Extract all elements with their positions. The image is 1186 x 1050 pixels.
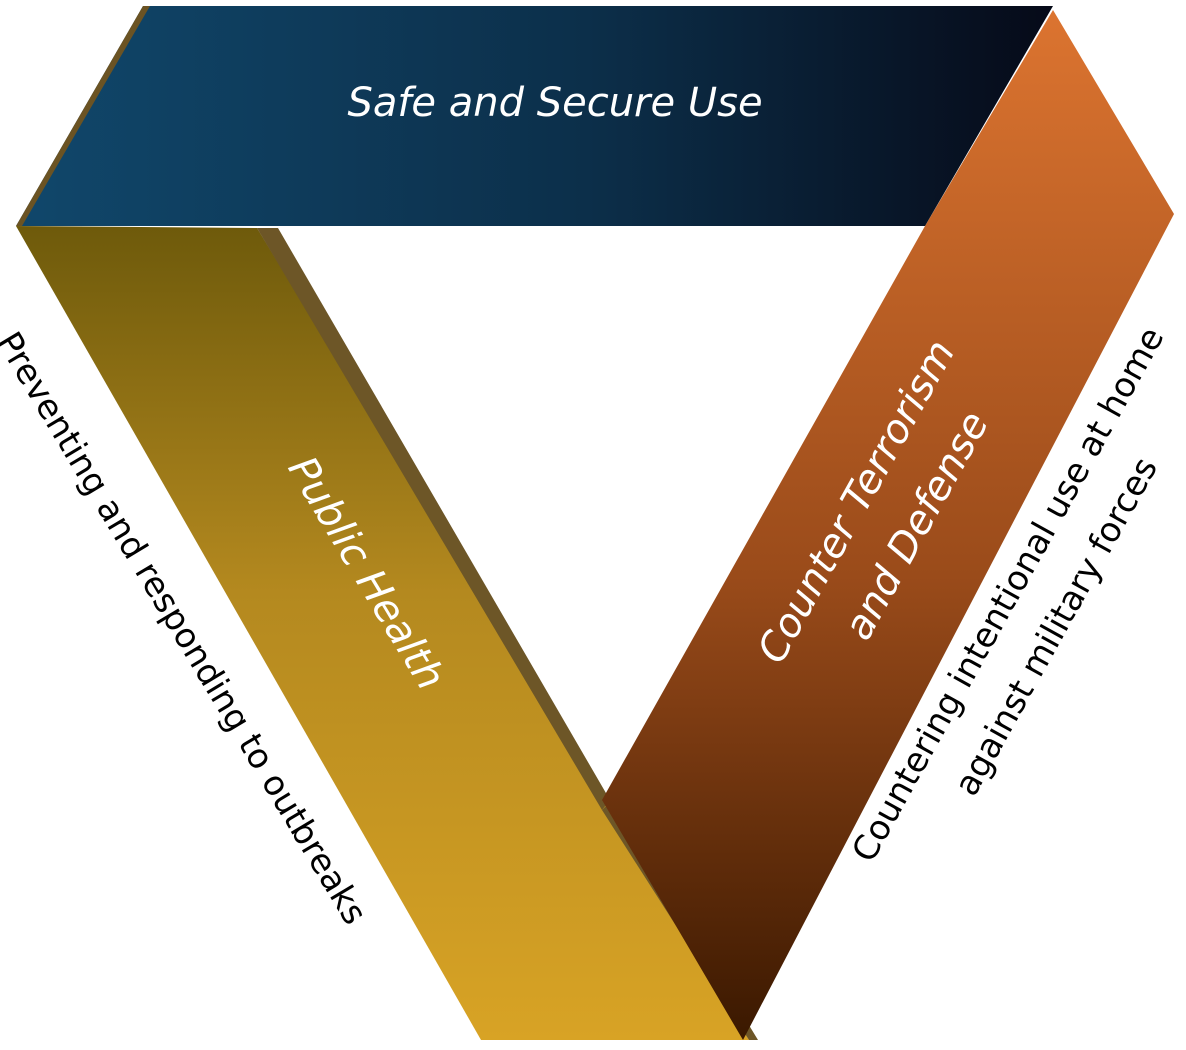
safe-secure-use-band (16, 6, 1053, 226)
public-health-band-edge (257, 228, 610, 810)
counter-terrorism-band (602, 10, 1174, 1040)
public-health-band (16, 226, 749, 1040)
safe-secure-use-label: Safe and Secure Use (347, 80, 762, 126)
safe-secure-use-band-edge (16, 6, 150, 226)
